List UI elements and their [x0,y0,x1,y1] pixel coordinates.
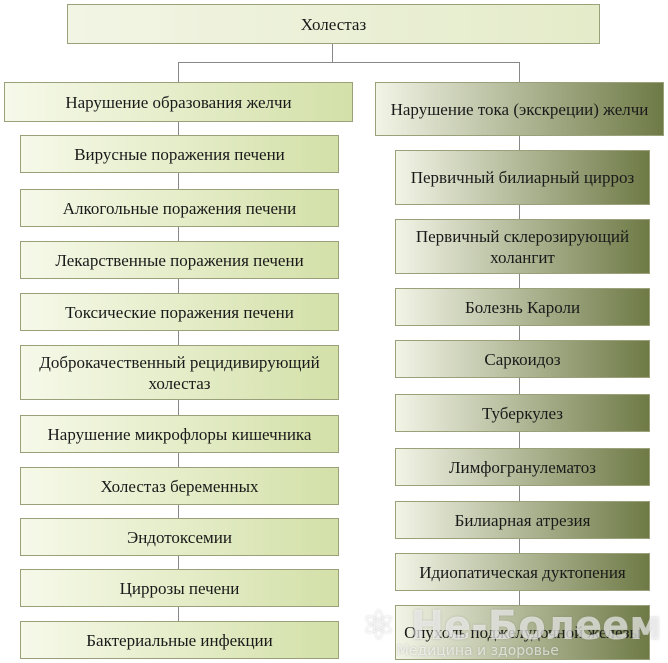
left-item-label: Холестаз беременных [100,476,259,496]
right-item-label: Билиарная атрезия [454,510,591,530]
root-node: Холестаз [67,4,600,44]
left-item-label: Доброкачественный рецидивирующий холеста… [39,352,320,393]
left-item-label: Циррозы печени [119,578,240,598]
connector-root-down [332,44,333,62]
right-item: Болезнь Кароли [395,288,650,326]
left-item-label: Вирусные поражения печени [74,144,285,164]
left-item-label: Бактериальные инфекции [86,630,273,650]
connector-horizontal [178,62,519,63]
left-item: Вирусные поражения печени [20,135,339,173]
left-header: Нарушение образования желчи [4,82,353,122]
left-item-label: Алкогольные поражения печени [62,198,297,218]
left-item-label: Эндотоксемии [126,527,233,547]
pharmacy-bottle-icon: ⚛ [360,603,397,649]
left-header-label: Нарушение образования желчи [65,92,292,112]
left-item: Алкогольные поражения печени [20,189,339,227]
left-item-label: Нарушение микрофлоры кишечника [47,424,312,444]
left-item: Лекарственные поражения печени [20,241,339,279]
right-item: Лимфогранулематоз [395,448,650,486]
right-item: Первичный билиарный цирроз [395,150,650,205]
right-header-label: Нарушение тока (экскреции) желчи [390,99,649,119]
right-item-label: Туберкулез [481,403,563,423]
left-item: Эндотоксемии [20,518,339,556]
connector-left-down [178,62,179,82]
connector-right-down [519,62,520,82]
left-item: Нарушение микрофлоры кишечника [20,415,339,453]
right-item-label: Первичный билиарный цирроз [410,168,635,187]
right-item-label: Болезнь Кароли [464,297,581,317]
right-item: Билиарная атрезия [395,501,650,539]
right-item: Опухоль поджелудочной железы [395,605,650,660]
right-item: Первичный склерозирующий холангит [395,219,650,274]
left-item-label: Лекарственные поражения печени [55,250,304,270]
left-item: Доброкачественный рецидивирующий холеста… [20,345,339,400]
root-label: Холестаз [300,14,367,34]
right-item-label: Лимфогранулематоз [449,457,596,477]
right-item-label: Опухоль поджелудочной железы [404,623,641,642]
left-item: Токсические поражения печени [20,293,339,331]
right-header: Нарушение тока (экскреции) желчи [375,82,664,136]
right-item: Туберкулез [395,394,650,432]
left-item: Холестаз беременных [20,467,339,505]
left-item-label: Токсические поражения печени [65,302,294,322]
left-item: Циррозы печени [20,569,339,607]
right-item: Саркоидоз [395,340,650,378]
right-item-label: Саркоидоз [484,349,561,369]
right-item: Идиопатическая дуктопения [395,553,650,591]
right-item-label: Идиопатическая дуктопения [419,562,626,582]
right-item-label: Первичный склерозирующий холангит [415,226,630,267]
left-item: Бактериальные инфекции [20,621,339,659]
